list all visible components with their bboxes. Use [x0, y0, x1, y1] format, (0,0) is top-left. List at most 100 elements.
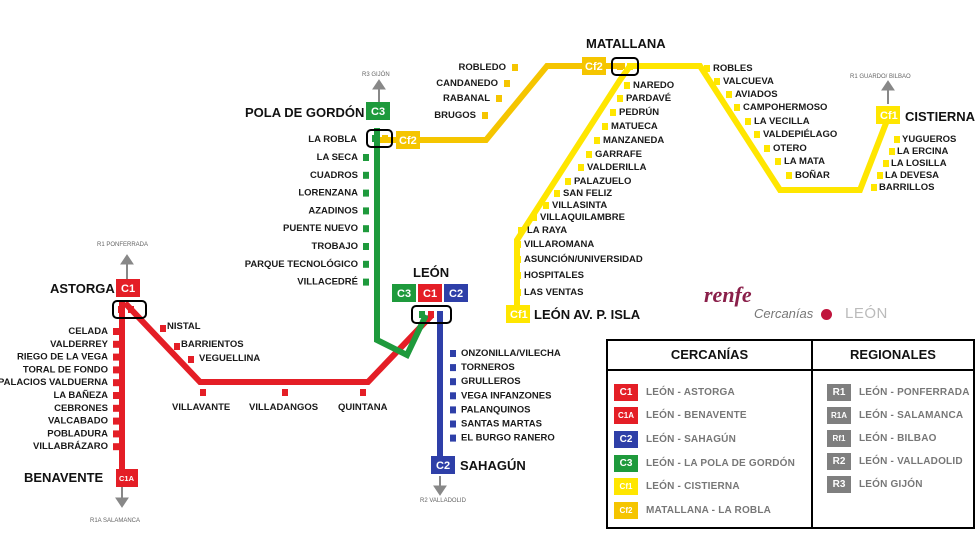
station-marker-cf1s-13	[515, 256, 521, 263]
station-marker-c2-3	[450, 392, 456, 400]
station-marker-c1a-2	[113, 353, 119, 361]
legend-regionales-badge-1: R1A	[827, 407, 851, 424]
station-marker-cf1s-9	[543, 202, 549, 209]
badge-c1a-benavente: C1A	[119, 474, 135, 483]
station-marker-c1bot-0	[200, 389, 206, 396]
station-marker-c1a-9	[113, 443, 119, 451]
station-label-c1a-9: VILLABRÁZARO	[33, 441, 108, 452]
legend-regionales-label-3: LEÓN - VALLADOLID	[859, 456, 963, 467]
station-marker-c3-5	[363, 225, 369, 233]
station-marker-c1a-1	[113, 340, 119, 348]
station-label-c2-0: ONZONILLA/VILECHA	[461, 348, 561, 359]
station-label-c3-4: AZADINOS	[308, 205, 358, 216]
station-label-cf1s-0: NAREDO	[633, 80, 674, 91]
legend-cercanias-badge-3: C3	[614, 454, 638, 472]
station-marker-c3-1	[363, 154, 369, 161]
direction-guardo: R1 GUARDO/ BILBAO	[850, 74, 911, 80]
renfe-wordmark: renfe	[704, 282, 752, 307]
station-marker-cf2-1	[504, 80, 510, 87]
station-label-cf1e-4: LA VECILLA	[754, 116, 810, 127]
station-marker-c3-6	[363, 243, 369, 250]
station-marker-cf2-3	[482, 112, 488, 119]
station-label-c1bot-2: QUINTANA	[338, 402, 388, 413]
legend-cercanias-badge-2: C2	[614, 430, 638, 448]
station-label-cf1s-4: MANZANEDA	[603, 135, 664, 146]
station-marker-c1a-7	[113, 417, 119, 425]
legend-regionales-badge-2: Rf1	[827, 430, 851, 447]
legend-cercanias-label-2: LEÓN - SAHAGÚN	[646, 433, 737, 445]
station-label-c2-4: PALANQUINOS	[461, 404, 531, 415]
station-marker-c1a-5	[113, 392, 119, 399]
station-label-c3-8: VILLACEDRÉ	[297, 277, 358, 288]
leon-interchange	[411, 305, 452, 324]
legend-cercanias-title: CERCANÍAS	[608, 341, 811, 371]
legend-regionales-title: REGIONALES	[813, 341, 973, 371]
station-marker-cf1s-12	[515, 241, 521, 248]
legend-cercanias-badge-0: C1	[614, 383, 638, 401]
station-label-cf1s-1: PARDAVÉ	[626, 93, 671, 104]
station-label-cf1s-10: VILLAQUILAMBRE	[540, 212, 625, 223]
brand-city: LEÓN	[845, 305, 888, 322]
station-marker-c1a-3	[113, 366, 119, 374]
station-label-cf1s-11: LA RAYA	[527, 225, 567, 236]
station-marker-c1bot-2	[360, 389, 366, 396]
station-marker-c1a-8	[113, 430, 119, 438]
station-marker-c3-4	[363, 207, 369, 215]
station-label-cf1s-15: LAS VENTAS	[524, 287, 583, 298]
station-marker-cf1e-8	[786, 172, 792, 179]
station-marker-cf1s-8	[554, 190, 560, 197]
station-label-c3-7: PARQUE TECNOLÓGICO	[245, 258, 358, 270]
hub-matallana: MATALLANA	[586, 36, 666, 51]
station-label-c1a-5: LA BAÑEZA	[53, 390, 108, 401]
station-label-c1diag-0: NISTAL	[167, 321, 201, 332]
cercanias-wordmark: Cercanías	[754, 306, 814, 321]
station-label-c3-5: PUENTE NUEVO	[283, 223, 358, 234]
station-label-cf1s-2: PEDRÚN	[619, 106, 659, 118]
station-label-cf2-2: RABANAL	[443, 93, 490, 104]
legend-regionales-label-4: LEÓN GIJÓN	[859, 479, 923, 490]
station-marker-c1bot-1	[282, 389, 288, 396]
station-marker-cf1s-1	[617, 95, 623, 102]
station-marker-c2-5	[450, 420, 456, 428]
station-label-cf1e-3: CAMPOHERMOSO	[743, 102, 827, 113]
badge-cf2-robla: Cf2	[399, 135, 417, 147]
station-label-cf1s-5: GARRAFE	[595, 149, 642, 160]
station-marker-cf1s-5	[586, 151, 592, 158]
station-label-cf1s-6: VALDERILLA	[587, 162, 647, 173]
hub-pola-de-gordon: POLA DE GORDÓN	[245, 105, 364, 120]
station-label-cf1s-12: VILLAROMANA	[524, 239, 594, 250]
legend-regionales-label-2: LEÓN - BILBAO	[859, 433, 937, 444]
legend-regionales-label-0: LEÓN - PONFERRADA	[859, 387, 970, 398]
station-label-c1a-4: PALACIOS VALDUERNA	[0, 377, 108, 388]
station-label-cf1c-4: BARRILLOS	[879, 182, 934, 193]
direction-valladolid: R2 VALLADOLID	[420, 498, 467, 504]
station-marker-cf1s-6	[578, 164, 584, 171]
station-label-cf1s-13: ASUNCIÓN/UNIVERSIDAD	[524, 253, 643, 265]
station-marker-cf1e-0	[704, 65, 710, 72]
direction-salamanca: R1A SALAMANCA	[90, 518, 140, 524]
station-label-c2-2: GRULLEROS	[461, 376, 521, 387]
badge-cf1-isla: Cf1	[510, 309, 528, 321]
cercanias-logo-icon	[821, 309, 832, 320]
station-marker-cf2-2	[496, 95, 502, 102]
station-marker-cf1s-15	[515, 289, 521, 296]
station-label-cf1c-1: LA ERCINA	[897, 146, 949, 157]
line-badges: C1 C1A C3 C3 C1 C2 C2 Cf2 Cf2 Cf1 Cf1	[116, 57, 900, 487]
hub-benavente: BENAVENTE	[24, 470, 104, 485]
station-label-cf1s-7: PALAZUELO	[574, 176, 631, 187]
station-label-c1a-7: VALCABADO	[48, 416, 108, 427]
station-marker-cf1s-14	[515, 272, 521, 279]
station-label-c1a-1: VALDERREY	[50, 339, 109, 350]
hub-leon: LEÓN	[413, 265, 449, 280]
station-label-cf2-3: BRUGOS	[434, 110, 476, 121]
station-marker-cf1c-4	[871, 184, 877, 191]
station-marker-cf1c-3	[877, 172, 883, 179]
station-marker-cf1e-7	[775, 158, 781, 165]
station-label-c1a-0: CELADA	[68, 326, 108, 337]
